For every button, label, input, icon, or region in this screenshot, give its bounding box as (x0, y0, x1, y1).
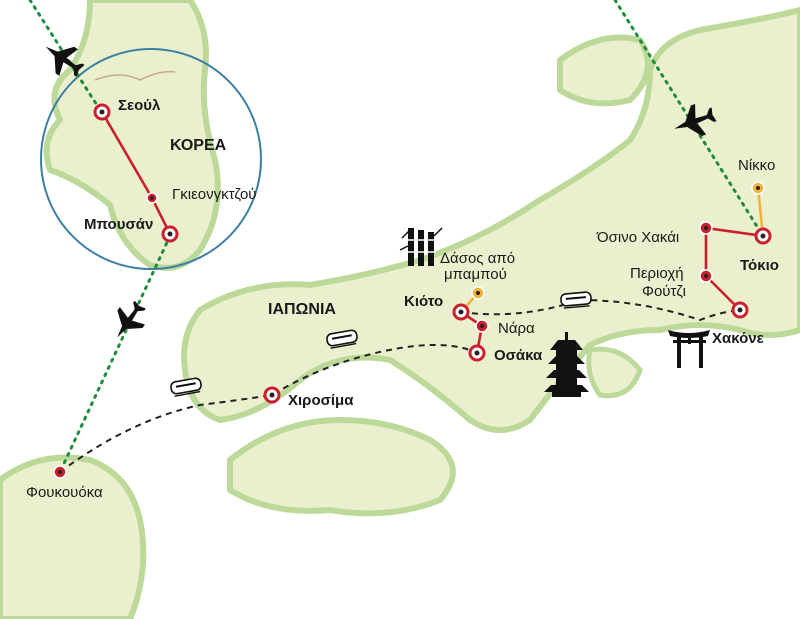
place-label-bamboo-line1: Δάσος από (440, 250, 515, 267)
train-icon (559, 290, 593, 310)
korea-border (94, 70, 176, 81)
place-label-hiroshima: Χιροσίμα (288, 392, 354, 409)
marker-seoul[interactable] (93, 103, 111, 121)
izu-land (586, 346, 643, 399)
kyushu-land (0, 454, 147, 619)
place-label-fukuoka: Φουκουόκα (26, 484, 103, 501)
marker-bamboo[interactable] (471, 286, 485, 300)
place-label-tokyo: Τόκιο (740, 257, 779, 274)
country-label-korea: ΚΟΡΕΑ (170, 137, 227, 154)
marker-oshino[interactable] (699, 221, 713, 235)
marker-kyoto[interactable] (452, 303, 470, 321)
marker-osaka[interactable] (468, 344, 486, 362)
country-label-japan: ΙΑΠΩΝΙΑ (268, 301, 336, 318)
marker-fukuoka[interactable] (53, 465, 67, 479)
marker-gyeongju[interactable] (146, 192, 158, 204)
honshu-land (181, 7, 800, 433)
marker-fuji[interactable] (699, 269, 713, 283)
place-label-oshino: Όσινο Χακάι (596, 229, 679, 246)
korea-inset-circle (40, 48, 262, 270)
place-label-nara: Νάρα (498, 320, 535, 337)
marker-hakone[interactable] (731, 301, 749, 319)
place-label-bamboo-line2: μπαμπού (444, 266, 507, 283)
shikoku-land (227, 417, 456, 517)
place-label-seoul: Σεούλ (118, 97, 161, 114)
hokkaido-land (557, 34, 651, 107)
marker-tokyo[interactable] (754, 227, 772, 245)
bamboo-icon (399, 227, 443, 266)
train-route-fukuoka-osaka (59, 344, 478, 473)
marker-hiroshima[interactable] (263, 386, 281, 404)
map-labels: ΚΟΡΕΑ ΙΑΠΩΝΙΑ Σεούλ Γκιεονγκτζού Μπουσάν… (26, 97, 779, 501)
place-label-kyoto: Κιότο (404, 293, 443, 310)
marker-nikko[interactable] (751, 181, 765, 195)
train-route-kyoto-hakone (460, 298, 741, 322)
torii-icon (668, 330, 710, 368)
flight-route-busan-fukuoka (58, 234, 172, 474)
place-label-fuji-line1: Περιοχή (630, 265, 684, 282)
place-label-gyeongju: Γκιεονγκτζού (172, 186, 257, 203)
place-label-busan: Μπουσάν (84, 216, 153, 233)
place-label-osaka: Οσάκα (494, 347, 543, 364)
marker-nara[interactable] (475, 319, 489, 333)
route-hakone-tokyo (704, 226, 764, 311)
airplane-icon (104, 295, 153, 347)
place-label-hakone: Χακόνε (712, 330, 764, 347)
train-routes (59, 298, 741, 473)
pagoda-icon (544, 332, 589, 397)
marker-busan[interactable] (161, 225, 179, 243)
place-label-fuji-line2: Φούτζι (642, 283, 686, 300)
place-label-nikko: Νίκκο (738, 157, 775, 174)
stop-markers (53, 103, 772, 479)
